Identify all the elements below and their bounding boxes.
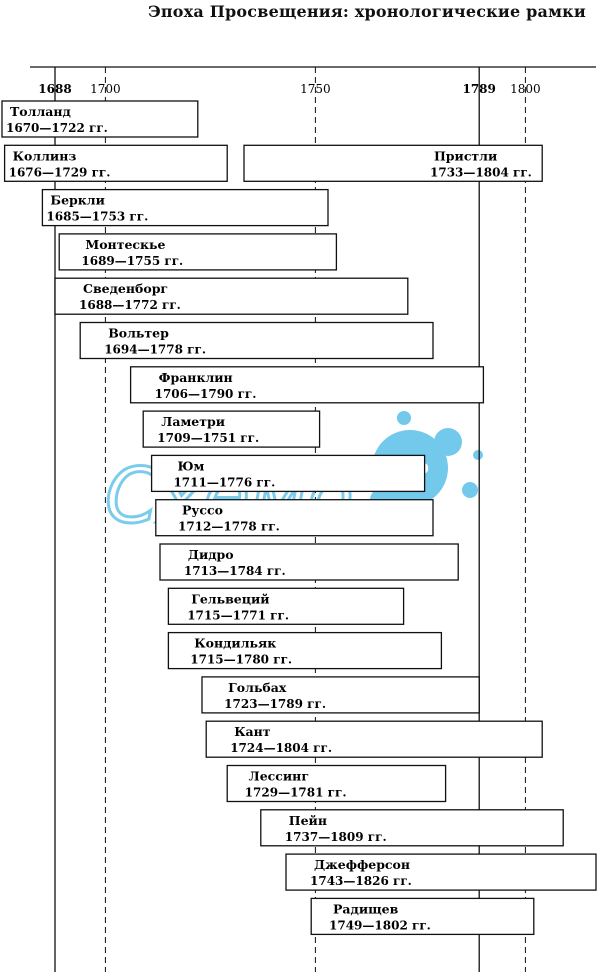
lifespan-bar [129,366,485,404]
lifespan-bar [3,144,228,182]
tick-label-1700: 1700 [90,82,121,96]
bar-8: Франклин 1706—1790 гг. [129,366,485,404]
bar-7: Вольтер 1694—1778 гг. [79,321,434,360]
bar-name: Лессинг [249,769,309,784]
bar-years: 1689—1755 гг. [81,254,183,268]
lifespan-bar [142,410,321,448]
lifespan-bar [310,897,535,936]
bar-name: Коллинз [13,148,77,163]
bar-6: Сведенборг 1688—1772 гг. [54,277,409,315]
bar-years: 1709—1751 гг. [157,431,259,445]
bar-years: 1715—1780 гг. [190,653,292,667]
bar-name: Пристли [434,148,497,163]
timeline-bars: Толланд 1670—1722 гг. Коллинз 1676—1729 гг.… [1,100,597,936]
bar-18: Пейн 1737—1809 гг. [260,809,564,847]
bar-name: Пейн [289,813,327,828]
bar-years: 1712—1778 гг. [178,520,280,534]
bar-11: Руссо 1712—1778 гг. [155,499,434,537]
bar-years: 1670—1722 гг. [6,121,108,135]
bar-20: Радищев 1749—1802 гг. [310,897,535,936]
bar-years: 1733—1804 гг. [430,165,532,179]
diagram-title: Эпоха Просвещения: хронологические рамки [147,2,586,21]
bar-name: Вольтер [108,326,169,341]
bar-name: Руссо [182,503,223,518]
lifespan-bar [79,321,434,360]
tick-label-1688: 1688 [38,82,71,96]
lifespan-bar [167,587,405,625]
bar-16: Кант 1724—1804 гг. [205,720,543,758]
bar-name: Джефферсон [314,857,410,872]
bar-years: 1715—1771 гг. [187,608,289,622]
bar-name: Дидро [188,547,234,562]
bar-years: 1729—1781 гг. [245,786,347,800]
bar-name: Беркли [50,193,105,208]
bar-1: Толланд 1670—1722 гг. [1,100,199,138]
bar-9: Ламетри 1709—1751 гг. [142,410,321,448]
bar-13: Гельвеций 1715—1771 гг. [167,587,405,625]
bar-years: 1706—1790 гг. [155,387,257,401]
bar-12: Дидро 1713—1784 гг. [159,543,459,581]
bar-name: Радищев [333,901,399,916]
bar-years: 1688—1772 гг. [79,298,181,312]
bar-name: Кант [234,724,271,739]
lifespan-bar [260,809,564,847]
tick-label-1800: 1800 [510,82,541,96]
bar-14: Кондильяк 1715—1780 гг. [167,631,443,670]
tick-label-1789: 1789 [462,82,495,96]
bar-years: 1743—1826 гг. [310,874,412,888]
lifespan-bar [54,277,409,315]
lifespan-bar [226,764,447,803]
bar-years: 1713—1784 гг. [184,564,286,578]
lifespan-bar [150,454,426,493]
lifespan-bar [167,631,443,670]
lifespan-bar [205,720,543,758]
lifespan-bar [159,543,459,581]
bar-name: Сведенборг [83,281,168,296]
bar-17: Лессинг 1729—1781 гг. [226,764,447,803]
bar-15: Гольбах 1723—1789 гг. [201,676,480,714]
bar-years: 1676—1729 гг. [9,165,111,179]
bar-years: 1685—1753 гг. [46,210,148,224]
bar-years: 1749—1802 гг. [329,918,431,932]
bar-years: 1723—1789 гг. [224,697,326,711]
lifespan-bar [201,676,480,714]
lifespan-bar [1,100,199,138]
lifespan-bar [58,233,338,271]
bar-name: Франклин [159,370,233,385]
bar-name: Кондильяк [194,636,276,651]
bar-years: 1724—1804 гг. [230,741,332,755]
bar-3: Пристли 1733—1804 гг. [243,144,543,182]
bar-2: Коллинз 1676—1729 гг. [3,144,228,182]
bar-name: Гельвеций [191,591,269,606]
bar-19: Джефферсон 1743—1826 гг. [285,853,597,891]
bar-name: Толланд [10,104,71,119]
bar-10: Юм 1711—1776 гг. [150,454,426,493]
lifespan-bar [285,853,597,891]
bar-name: Монтескье [85,237,165,252]
bar-name: Ламетри [161,414,225,429]
bar-name: Юм [177,458,204,473]
lifespan-bar [243,144,543,182]
bar-years: 1694—1778 гг. [104,343,206,357]
lifespan-bar [155,499,434,537]
bar-5: Монтескье 1689—1755 гг. [58,233,338,271]
lifespan-bar [41,188,329,227]
bar-years: 1711—1776 гг. [173,475,275,489]
bar-4: Беркли 1685—1753 гг. [41,188,329,227]
bar-years: 1737—1809 гг. [285,830,387,844]
tick-label-1750: 1750 [300,82,331,96]
bar-name: Гольбах [228,680,287,695]
